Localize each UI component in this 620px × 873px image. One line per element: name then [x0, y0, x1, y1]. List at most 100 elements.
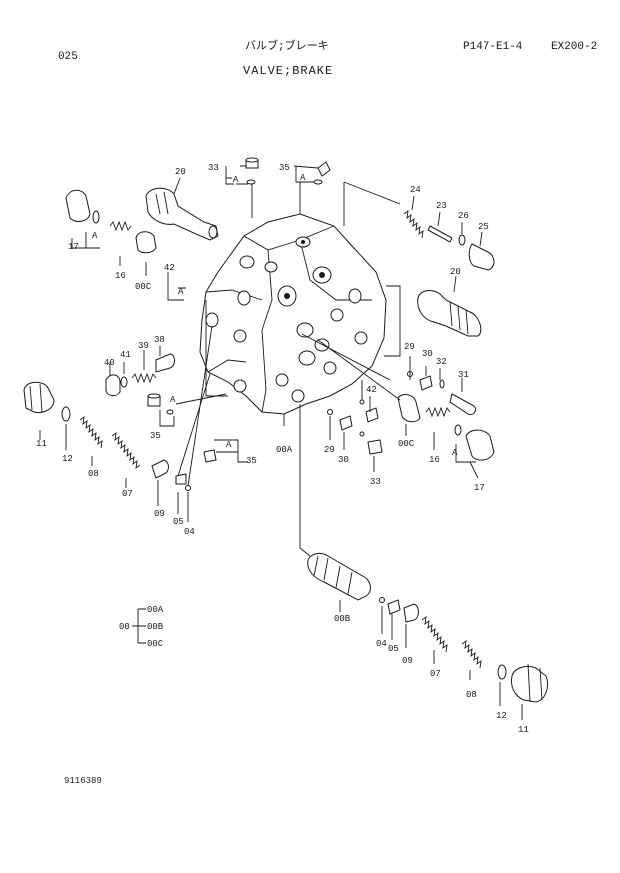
part-30-plug-center — [339, 415, 353, 431]
valve-body — [199, 213, 387, 415]
part-11-cap-bottom — [511, 663, 549, 703]
part-41-oring — [120, 376, 128, 388]
callout-35: 35 — [279, 163, 290, 173]
callout-04: 04 — [376, 639, 387, 649]
callout-04: 04 — [184, 527, 195, 537]
part-33-bolt-right — [359, 431, 383, 455]
assembly-legend: 00 00A 00B 00C — [119, 605, 164, 649]
callout-09: 09 — [402, 656, 413, 666]
callout-20: 20 — [450, 267, 461, 277]
title-english: VALVE;BRAKE — [243, 64, 333, 78]
reference-a: A — [300, 173, 306, 183]
callout-00c: 00C — [135, 282, 152, 292]
callout-08: 08 — [466, 690, 477, 700]
part-39-spring — [131, 372, 157, 384]
part-07-spring-left — [111, 431, 141, 470]
part-24-spring — [403, 209, 424, 239]
legend-child: 00A — [147, 605, 164, 615]
part-35-bolt-left — [147, 393, 174, 415]
part-08-spring-bottom — [461, 639, 482, 669]
part-30-plug-right-upper — [419, 375, 433, 391]
callout-25: 25 — [478, 222, 489, 232]
part-04-ball-bottom — [379, 597, 385, 603]
callout-35: 35 — [150, 431, 161, 441]
callout-07: 07 — [122, 489, 133, 499]
part-42-plug-right — [359, 399, 379, 423]
callout-12: 12 — [496, 711, 507, 721]
part-12-oring-bottom — [497, 664, 507, 680]
callout-05: 05 — [173, 517, 184, 527]
callout-42: 42 — [366, 385, 377, 395]
callout-33: 33 — [208, 163, 219, 173]
part-20-relief-valve-upper — [145, 187, 219, 241]
reference-a: A — [92, 231, 98, 241]
part-23-pin — [427, 225, 453, 243]
callout-35: 35 — [246, 456, 257, 466]
part-38-sleeve — [155, 353, 175, 373]
callout-26: 26 — [458, 211, 469, 221]
part-40-plug — [105, 374, 121, 397]
callout-42: 42 — [164, 263, 175, 273]
part-00c-spool-upper — [135, 231, 157, 254]
callout-20: 20 — [175, 167, 186, 177]
callout-11: 11 — [36, 439, 47, 449]
part-35-bolt-bottom — [203, 449, 217, 463]
callout-09: 09 — [154, 509, 165, 519]
page-number: 025 — [58, 51, 78, 63]
callout-07: 07 — [430, 669, 441, 679]
callout-08: 08 — [88, 469, 99, 479]
callout-12: 12 — [62, 454, 73, 464]
callout-38: 38 — [154, 335, 165, 345]
part-11-cap-left — [23, 381, 55, 413]
part-07-spring-bottom — [421, 615, 448, 653]
part-29-ball-center — [327, 409, 333, 415]
part-32-oring — [439, 379, 445, 389]
callout-30: 30 — [338, 455, 349, 465]
reference-a: A — [452, 448, 458, 458]
part-17-plug-right — [454, 424, 495, 461]
part-35-bolt-top — [313, 161, 331, 185]
model-code: EX200-2 — [551, 41, 597, 53]
callout-24: 24 — [410, 185, 421, 195]
reference-a: A — [233, 175, 239, 185]
page-code: P147-E1-4 — [463, 41, 523, 53]
part-04-ball-left — [185, 485, 191, 491]
callout-40: 40 — [104, 358, 115, 368]
callout-00b: 00B — [334, 614, 351, 624]
callout-16: 16 — [429, 455, 440, 465]
drawing-number: 9116389 — [64, 776, 102, 786]
reference-markers: A A A A A A A — [92, 173, 458, 458]
part-00b-spool — [307, 552, 371, 601]
callout-39: 39 — [138, 341, 149, 351]
part-33-bolt-top — [245, 157, 259, 185]
callout-labels: 33 35 20 24 23 26 25 17 16 00C 42 20 38 … — [36, 163, 529, 735]
title-japanese: バルブ;ブレーキ — [245, 38, 329, 53]
leader-lines — [39, 165, 523, 720]
callout-05: 05 — [388, 644, 399, 654]
part-08-spring-left — [79, 415, 103, 449]
callout-32: 32 — [436, 357, 447, 367]
part-00c-spool-right — [397, 394, 421, 423]
part-05-poppet-left — [175, 473, 187, 485]
legend-parent: 00 — [119, 622, 130, 632]
part-05-poppet-bottom — [387, 599, 401, 615]
callout-33: 33 — [370, 477, 381, 487]
part-17-plug-upper — [65, 189, 100, 224]
part-09-plunger-bottom — [403, 603, 419, 623]
callout-16: 16 — [115, 271, 126, 281]
part-16-spring-right — [425, 406, 451, 418]
legend-child: 00C — [147, 639, 164, 649]
part-25-plug — [468, 243, 495, 271]
part-16-spring-upper — [109, 220, 132, 232]
reference-a: A — [226, 440, 232, 450]
callout-23: 23 — [436, 201, 447, 211]
callout-31: 31 — [458, 370, 469, 380]
legend-child: 00B — [147, 622, 164, 632]
callout-30: 30 — [422, 349, 433, 359]
reference-a: A — [178, 287, 184, 297]
callout-00a: 00A — [276, 445, 293, 455]
part-12-oring-left — [61, 406, 71, 422]
callout-00c: 00C — [398, 439, 415, 449]
callout-41: 41 — [120, 350, 131, 360]
